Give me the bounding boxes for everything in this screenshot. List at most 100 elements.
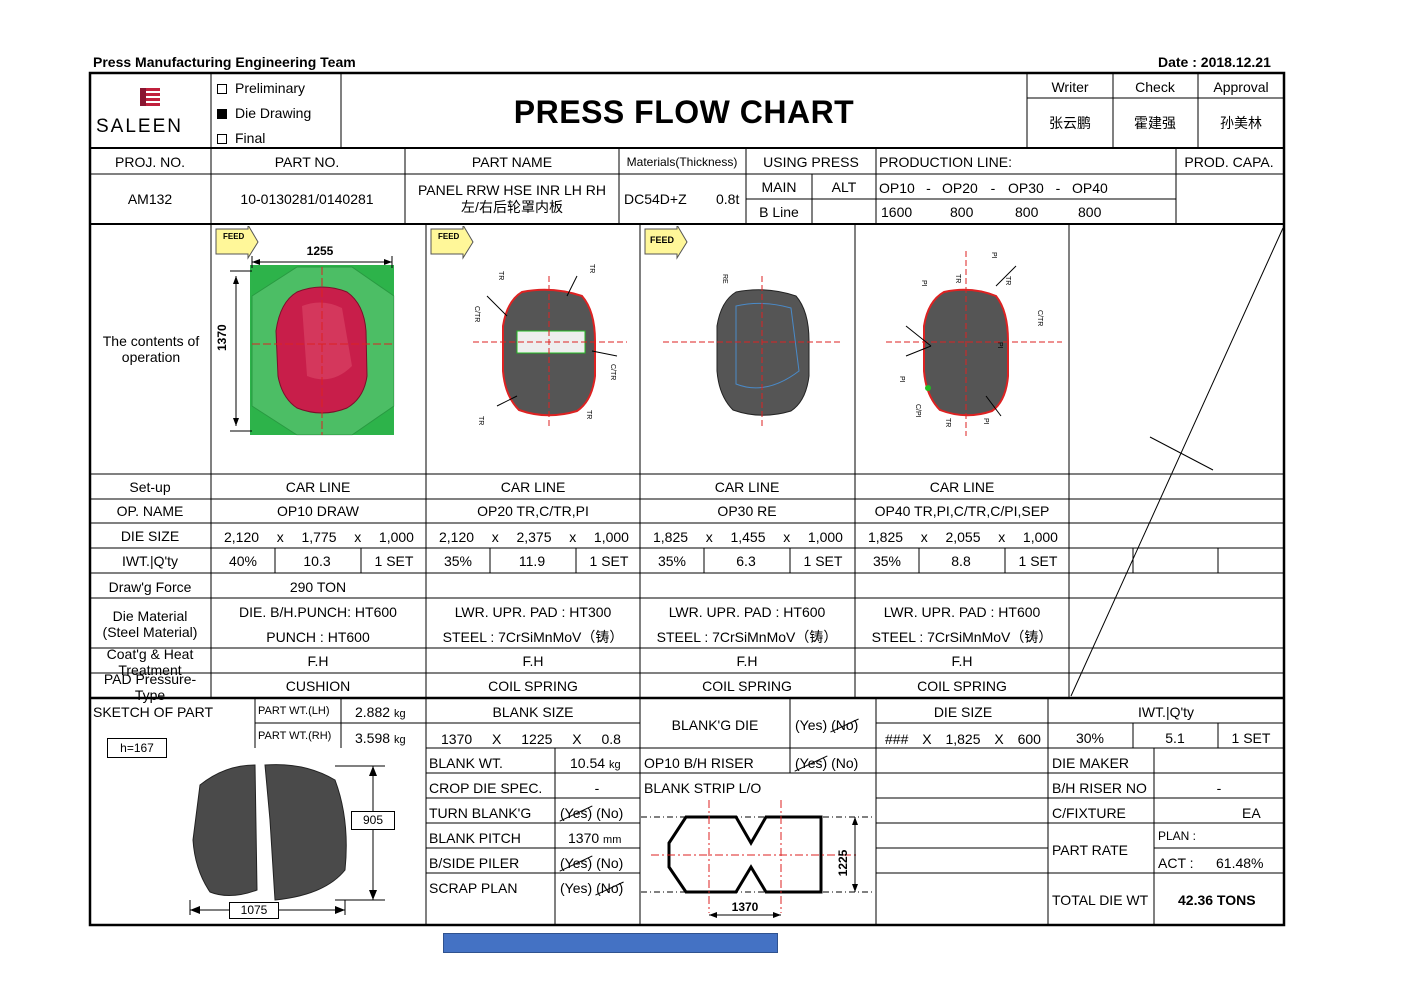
op-material-2: STEEL : 7CrSiMnMoV（铸） (871, 629, 1053, 645)
press-bline: B Line (759, 204, 799, 220)
op-pad: COIL SPRING (488, 678, 578, 694)
strip-height: 1225 (836, 849, 850, 876)
op-pad: COIL SPRING (702, 678, 792, 694)
svg-text:TR: TR (588, 264, 595, 273)
blank-wt-label: BLANK WT. (429, 755, 503, 771)
set-bottom-value: 1 SET (1231, 730, 1271, 746)
op-coat: F.H (736, 653, 758, 669)
op-name: OP20 TR,C/TR,PI (477, 503, 589, 519)
total-die-label: TOTAL DIE WT (1052, 892, 1149, 908)
pitch-value: 1370 mm (568, 830, 622, 846)
diematerial-label-2: (Steel Material) (102, 624, 198, 640)
stage-die-drawing[interactable]: Die Drawing (217, 105, 311, 121)
part-no-value: 10-0130281/0140281 (240, 191, 374, 207)
crop-label: CROP DIE SPEC. (429, 780, 543, 796)
line-ton-2: 800 (950, 204, 974, 220)
turn-label: TURN BLANK'G (429, 805, 532, 821)
drawforce-label: Draw'g Force (108, 579, 192, 595)
check-label: Check (1135, 79, 1175, 95)
svg-text:RE: RE (721, 274, 728, 284)
crop-value: - (594, 780, 600, 796)
op-material-2: STEEL : 7CrSiMnMoV（铸） (656, 629, 838, 645)
blank-strip-drawing: 1370 1225 (641, 800, 875, 918)
feed-arrow-icon (215, 226, 259, 260)
op-setup: CAR LINE (929, 479, 995, 495)
diematerial-label-1: Die Material (112, 608, 188, 624)
cfixture-value: EA (1242, 805, 1261, 821)
turn-options: (Yes) (No) (560, 805, 624, 821)
checkbox-empty-icon[interactable] (217, 134, 227, 144)
op-name: OP30 RE (717, 503, 777, 519)
op-qty: 8.8 (951, 553, 971, 569)
proj-no-header: PROJ. NO. (114, 154, 186, 170)
svg-text:TR: TR (954, 274, 961, 283)
svg-text:PI: PI (990, 252, 997, 259)
saleen-logo: SALEEN (96, 83, 208, 143)
scrap-label: SCRAP PLAN (429, 880, 518, 896)
stage-preliminary[interactable]: Preliminary (217, 80, 305, 96)
op10-riser-label: OP10 B/H RISER (644, 755, 754, 771)
op-pad: CUSHION (285, 678, 351, 694)
op30-drawing: FEED RE (644, 226, 841, 426)
team-name: Press Manufacturing Engineering Team (93, 54, 356, 70)
feed-arrow-icon (430, 226, 474, 260)
blankg-die-options: (Yes) (No) (795, 717, 859, 733)
line-ops: OP10 - OP20 - OP30 - OP40 (879, 180, 1108, 196)
pad-label-2: Type (134, 687, 166, 703)
op-coat: F.H (951, 653, 973, 669)
production-line-header: PRODUCTION LINE: (879, 154, 1013, 170)
blank-size-label: BLANK SIZE (492, 704, 574, 720)
act-label: ACT : (1158, 855, 1194, 871)
material-value: DC54D+Z (624, 191, 687, 207)
svg-text:C/PI: C/PI (914, 404, 921, 418)
op-setup: CAR LINE (500, 479, 566, 495)
iwt-label: IWT.|Q'ty (121, 553, 179, 569)
op10-riser-options: (Yes) (No) (795, 755, 859, 771)
logo-text: SALEEN (96, 116, 183, 137)
cfixture-label: C/FIXTURE (1052, 805, 1126, 821)
op-coat: F.H (307, 653, 329, 669)
iwt-bottom-value: 30% (1075, 730, 1105, 746)
part-no-header: PART NO. (274, 154, 340, 170)
op-iwt: 35% (657, 553, 687, 569)
strip-label: BLANK STRIP L/O (644, 780, 762, 796)
opname-label: OP. NAME (116, 503, 184, 519)
op-material-1: LWR. UPR. PAD : HT600 (883, 604, 1041, 620)
proj-no-value: AM132 (127, 191, 173, 207)
dim-905: 905 (351, 811, 395, 830)
part-name-header: PART NAME (471, 154, 553, 170)
saleen-logo-icon (140, 88, 160, 106)
op-name: OP40 TR,PI,C/TR,C/PI,SEP (874, 503, 1050, 519)
blankg-die-label: BLANK'G DIE (671, 717, 759, 733)
page-title: PRESS FLOW CHART (513, 94, 855, 130)
op-iwt: 40% (228, 553, 258, 569)
approval-name: 孙美林 (1220, 115, 1262, 131)
line-ton-4: 800 (1078, 204, 1102, 220)
part-name-en: PANEL RRW HSE INR LH RH (418, 182, 606, 198)
checkbox-checked-icon[interactable] (217, 109, 227, 119)
date-label: Date : 2018.12.21 (1158, 54, 1271, 70)
stage-final[interactable]: Final (217, 130, 265, 146)
svg-text:C/TR: C/TR (473, 306, 480, 322)
checkbox-empty-icon[interactable] (217, 84, 227, 94)
op-set: 1 SET (803, 553, 843, 569)
op-set: 1 SET (374, 553, 414, 569)
svg-text:PI: PI (982, 418, 989, 425)
op-qty: 10.3 (303, 553, 331, 569)
op-material-1: DIE. B/H.PUNCH: HT600 (239, 604, 397, 620)
svg-text:FEED: FEED (438, 232, 460, 241)
part-rate-label: PART RATE (1052, 842, 1128, 858)
using-press-header: USING PRESS (763, 154, 859, 170)
op-material-2: STEEL : 7CrSiMnMoV（铸） (442, 629, 624, 645)
press-main: MAIN (761, 179, 797, 195)
svg-text:TR: TR (585, 410, 592, 419)
op-material-1: LWR. UPR. PAD : HT300 (454, 604, 612, 620)
act-value: 61.48% (1216, 855, 1264, 871)
plan-label: PLAN : (1158, 829, 1197, 843)
